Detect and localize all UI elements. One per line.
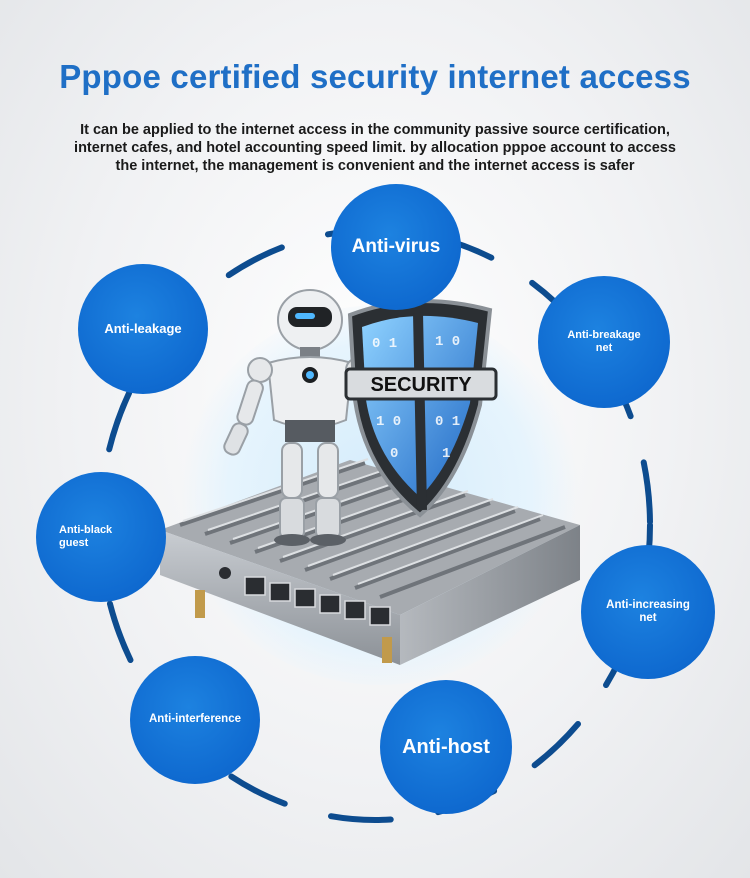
svg-text:0 1: 0 1 — [435, 414, 460, 430]
feature-anti-leakage: Anti-leakage — [78, 264, 208, 394]
svg-text:1 0: 1 0 — [435, 334, 460, 350]
feature-label: Anti-black guest — [59, 524, 113, 549]
subtitle-line-2: internet cafes, and hotel accounting spe… — [74, 140, 676, 156]
feature-anti-virus: Anti-virus — [331, 184, 461, 310]
subtitle-line-1: It can be applied to the internet access… — [80, 122, 670, 138]
feature-label: Anti-virus — [351, 236, 441, 258]
svg-text:1: 1 — [442, 446, 450, 462]
security-shield: SECURITY 0 1 1 0 1 0 0 1 0 1 — [344, 299, 498, 518]
subtitle-line-3: the internet, the management is convenie… — [115, 158, 635, 174]
robot — [223, 289, 371, 546]
feature-anti-black-guest: Anti-black guest — [36, 472, 166, 602]
svg-text:0 1: 0 1 — [372, 336, 397, 352]
feature-label: Anti-increasing net — [606, 598, 690, 624]
shield-text: SECURITY — [370, 374, 472, 396]
svg-text:1 0: 1 0 — [376, 414, 401, 430]
page-title: Pppoe certified security internet access — [59, 58, 691, 95]
feature-anti-interference: Anti-interference — [130, 656, 260, 784]
feature-label: Anti-interference — [148, 713, 242, 726]
router-robot-illustration: SECURITY 0 1 1 0 1 0 0 1 0 1 — [160, 289, 580, 665]
feature-label: Anti-leakage — [104, 320, 182, 336]
svg-text:0: 0 — [390, 446, 398, 462]
feature-anti-increasing-net: Anti-increasing net — [581, 545, 715, 679]
feature-label: Anti-breakage net — [567, 329, 641, 354]
feature-anti-breakage-net: Anti-breakage net — [538, 276, 670, 408]
page-subtitle: It can be applied to the internet access… — [20, 121, 730, 175]
feature-label: Anti-host — [402, 735, 490, 758]
feature-anti-host: Anti-host — [380, 680, 512, 814]
router-box — [160, 458, 580, 665]
